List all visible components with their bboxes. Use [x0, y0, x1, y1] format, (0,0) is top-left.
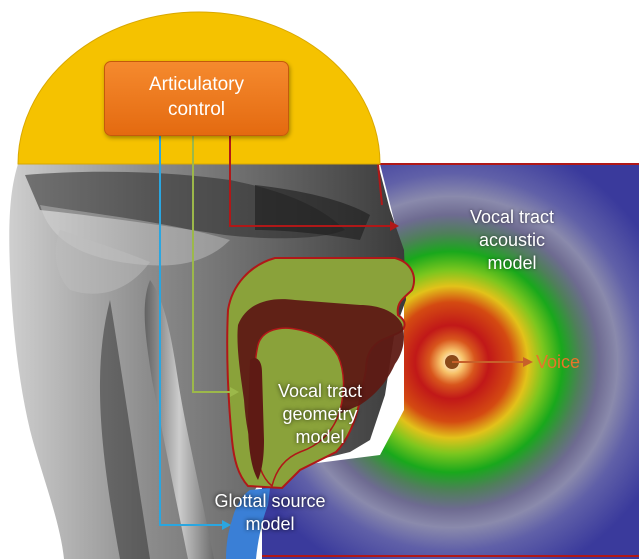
voice-label: Voice [536, 351, 580, 374]
vocal-tract-acoustic-model-label: Vocal tract acoustic model [452, 206, 572, 275]
vocal-tract-geometry-model-label: Vocal tract geometry model [255, 380, 385, 449]
glottal-source-model-label: Glottal source model [195, 490, 345, 536]
articulatory-control-label: Articulatory control [104, 72, 289, 122]
